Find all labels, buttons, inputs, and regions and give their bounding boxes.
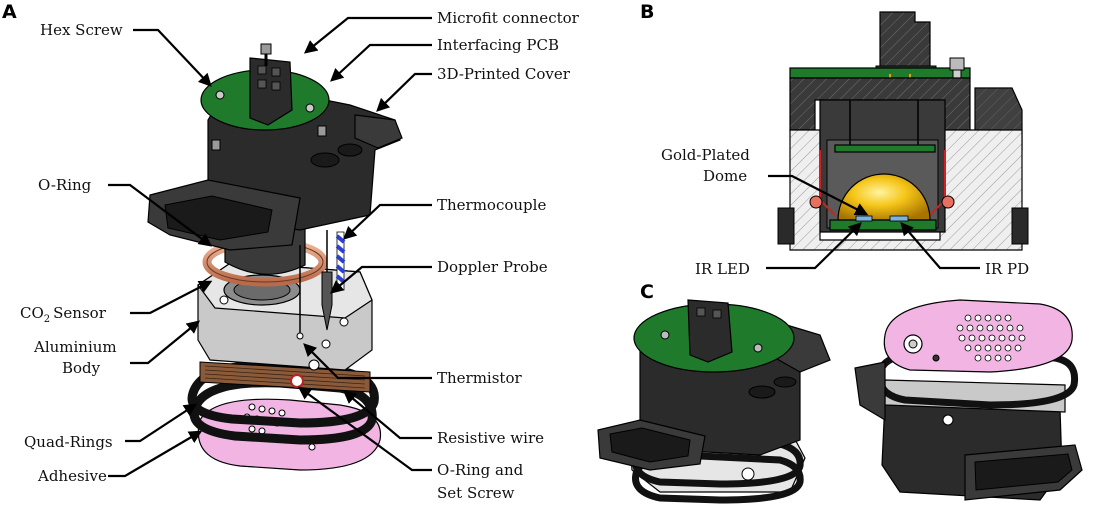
panel-letter-a: A xyxy=(2,1,17,23)
label-hex-screw: Hex Screw xyxy=(40,21,123,39)
label-aluminium-line1: Aluminium xyxy=(33,338,117,356)
section-pcb xyxy=(789,67,971,79)
adhesive-hole-grid xyxy=(956,314,1026,362)
label-o-ring: O-Ring xyxy=(38,176,92,194)
label-quad-rings: Quad-Rings xyxy=(24,433,113,451)
exploded-view-assembly xyxy=(147,43,403,471)
label-interfacing-pcb: Interfacing PCB xyxy=(437,36,559,54)
panel-a-labels: Hex Screw Microfit connector Interfacing… xyxy=(20,9,580,502)
assembled-view-bottom xyxy=(854,299,1083,501)
o-ring-set-screw-part xyxy=(290,374,304,388)
label-ir-led: IR LED xyxy=(695,260,750,278)
thermocouple-part xyxy=(335,231,346,291)
panel-letter-b: B xyxy=(640,1,654,23)
label-o-ring-set-screw-line1: O-Ring and xyxy=(437,461,524,479)
microfit-connector-part xyxy=(249,57,293,126)
panel-b-leader-lines xyxy=(766,174,980,270)
section-bottom-pcb xyxy=(829,219,937,231)
label-thermocouple: Thermocouple xyxy=(437,196,546,214)
label-o-ring-set-screw-line2: Set Screw xyxy=(437,484,515,502)
label-printed-cover: 3D-Printed Cover xyxy=(437,65,571,83)
ir-pd-part xyxy=(889,215,909,222)
label-adhesive: Adhesive xyxy=(37,467,107,485)
cross-section-view xyxy=(777,11,1029,251)
panel-letter-c: C xyxy=(640,281,654,303)
panel-b-labels: Gold-Plated Dome IR LED IR PD xyxy=(661,146,1029,278)
label-resistive-wire: Resistive wire xyxy=(437,429,544,447)
label-thermistor: Thermistor xyxy=(437,369,522,387)
ir-led-part xyxy=(855,215,873,222)
assembled-view-front xyxy=(597,299,831,504)
hex-screw-part xyxy=(211,43,327,151)
doppler-probe-part xyxy=(321,271,333,331)
label-ir-pd: IR PD xyxy=(985,260,1029,278)
label-doppler-probe: Doppler Probe xyxy=(437,258,548,276)
label-aluminium-line2: Body xyxy=(62,359,101,377)
label-microfit-connector: Microfit connector xyxy=(437,9,580,27)
label-gold-dome-line2: Dome xyxy=(703,167,747,185)
panel-a-leader-lines xyxy=(108,16,432,478)
label-gold-dome-line1: Gold-Plated xyxy=(661,146,750,164)
